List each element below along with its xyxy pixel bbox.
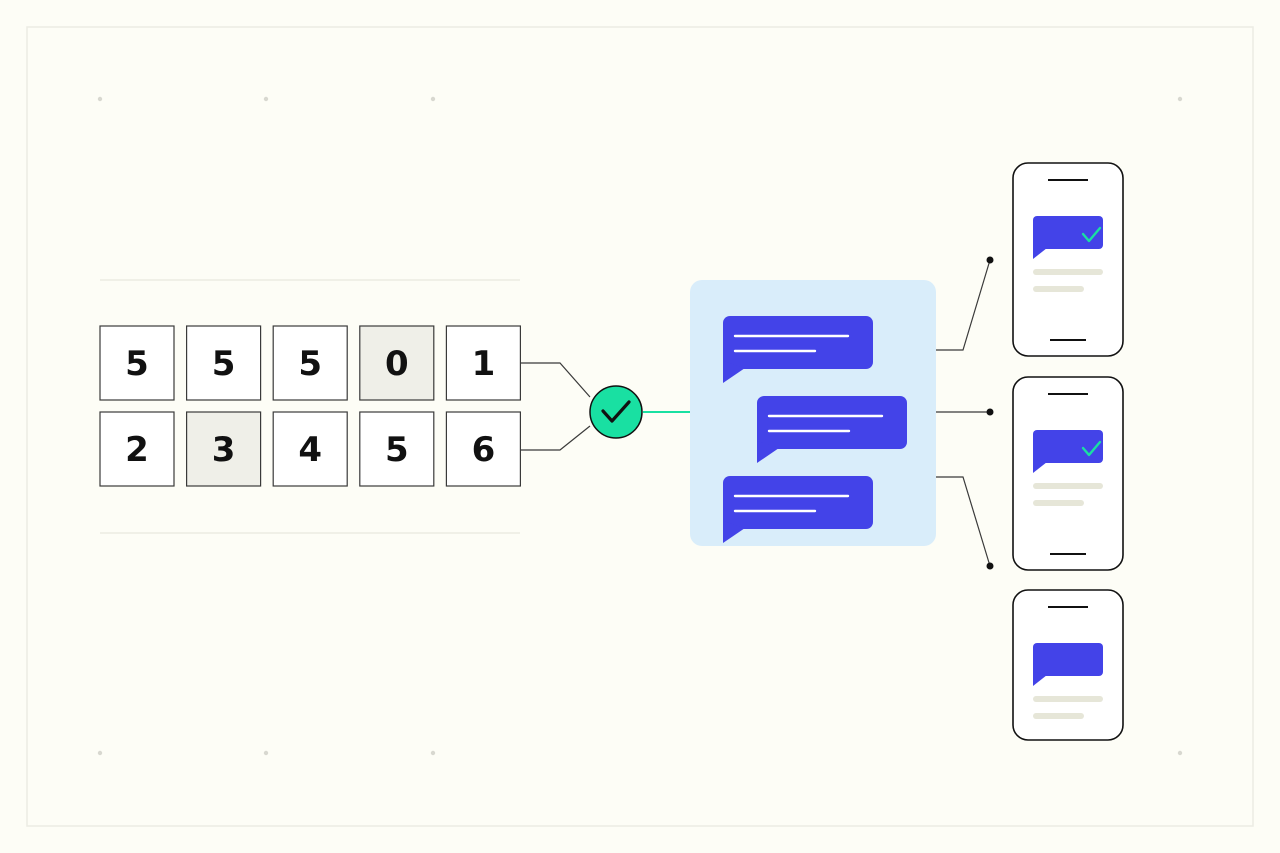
- phone: [1012, 589, 1124, 741]
- phone-message-bubble: [1033, 430, 1103, 463]
- phone: [1012, 162, 1124, 357]
- code-cell-box: [445, 325, 521, 401]
- check-icon: [601, 400, 631, 423]
- phone-message-tail: [1033, 459, 1047, 473]
- outer-frame: [26, 26, 1254, 827]
- connector-panel-to-phone-3: [936, 476, 991, 567]
- code-cell-box: [272, 411, 348, 487]
- connector-dot-1: [986, 256, 994, 264]
- code-digit: 5: [385, 430, 409, 470]
- phone-message-tail: [1033, 672, 1047, 686]
- chat-bubble-tail: [723, 521, 745, 543]
- chat-bubble-body: [723, 316, 873, 369]
- code-digit: 2: [125, 430, 149, 470]
- code-digit: 5: [298, 344, 322, 384]
- corner-dot: [263, 750, 269, 756]
- code-digit: 5: [212, 344, 236, 384]
- code-cell-box: [186, 411, 262, 487]
- code-cell-box: [445, 411, 521, 487]
- phone: [1012, 376, 1124, 571]
- chat-bubble-tail: [723, 361, 745, 383]
- corner-dots: [97, 96, 1183, 756]
- code-cell: 1: [445, 325, 521, 401]
- connector-dot-3: [986, 562, 994, 570]
- corner-dot: [1177, 750, 1183, 756]
- check-circle: [589, 385, 643, 439]
- code-cell-box: [99, 411, 175, 487]
- phones: [1012, 162, 1124, 741]
- corner-dot: [430, 96, 436, 102]
- code-grid: 5 5 5 0 1 2 3 4 5 6: [99, 325, 521, 487]
- code-cell-box: [99, 325, 175, 401]
- connector-dot-2: [986, 408, 994, 416]
- code-cell: 6: [445, 411, 521, 487]
- corner-dot: [263, 96, 269, 102]
- verification-badge: [589, 385, 643, 439]
- corner-dot: [430, 750, 436, 756]
- chat-bubble-tail: [757, 441, 779, 463]
- phone-body: [1012, 376, 1124, 571]
- code-cell: 5: [99, 325, 175, 401]
- connector-panel-to-phone-1: [936, 259, 991, 351]
- delivered-check-icon: [1081, 440, 1102, 457]
- chat-bubble-body: [757, 396, 907, 449]
- phone-body: [1012, 162, 1124, 357]
- connector-grid-bottom: [520, 425, 591, 451]
- chat-bubble-body: [723, 476, 873, 529]
- code-digit: 0: [385, 344, 409, 384]
- code-cell-box: [359, 411, 435, 487]
- corner-dot: [97, 96, 103, 102]
- code-digit: 5: [125, 344, 149, 384]
- phone-message-tail: [1033, 245, 1047, 259]
- code-digit: 1: [472, 344, 496, 384]
- code-cell: 5: [186, 325, 262, 401]
- chat-bubble: [723, 316, 873, 383]
- code-cell-box: [359, 325, 435, 401]
- code-cell: 2: [99, 411, 175, 487]
- chat-bubble: [757, 396, 907, 463]
- code-cell-box: [186, 325, 262, 401]
- phone-message-bubble: [1033, 643, 1103, 676]
- delivered-check-icon: [1081, 226, 1102, 243]
- code-cell-box: [272, 325, 348, 401]
- chat-panel: [690, 280, 936, 546]
- corner-dot: [97, 750, 103, 756]
- code-digit: 4: [298, 430, 322, 470]
- code-cell: 0: [359, 325, 435, 401]
- code-cell: 5: [272, 325, 348, 401]
- chat-bubble: [723, 476, 873, 543]
- code-digit: 6: [472, 430, 496, 470]
- phone-message-bubble: [1033, 216, 1103, 249]
- code-cell: 4: [272, 411, 348, 487]
- code-digit: 3: [212, 430, 236, 470]
- corner-dot: [1177, 96, 1183, 102]
- code-cell: 5: [359, 411, 435, 487]
- code-cell: 3: [186, 411, 262, 487]
- connector-grid-top: [520, 362, 591, 398]
